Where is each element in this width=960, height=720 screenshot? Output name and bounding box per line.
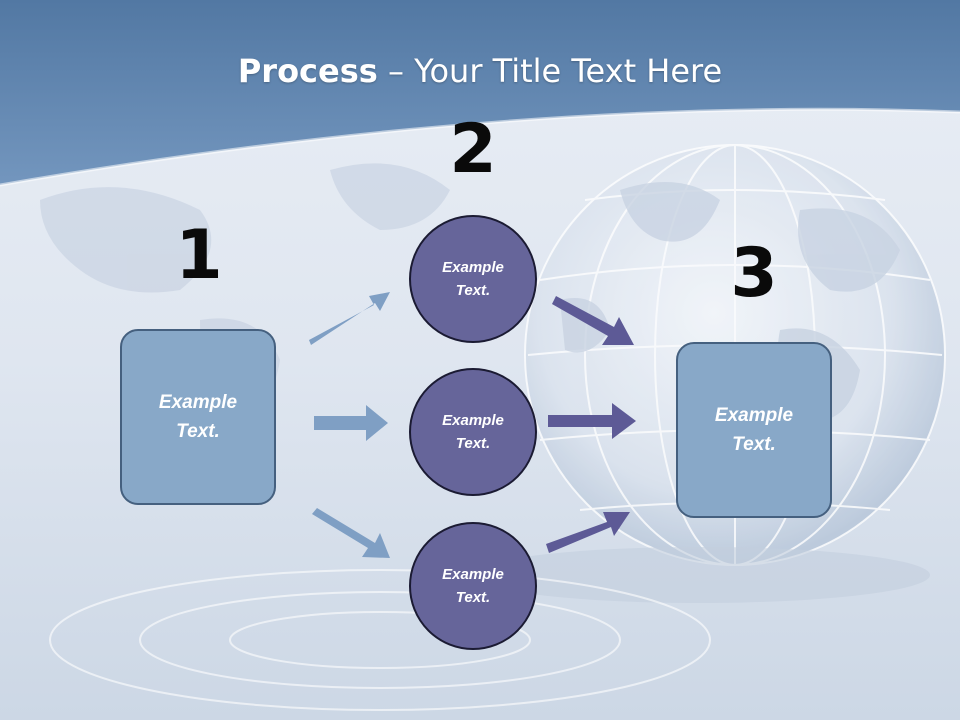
arrow-box-to-mid <box>314 405 388 441</box>
circle-bottom-label: Example Text. <box>442 566 504 606</box>
circle-top[interactable]: Example Text. <box>409 215 537 343</box>
right-box-label: Example Text. <box>714 405 794 455</box>
step-number-3: 3 <box>730 234 778 313</box>
left-box-label: Example Text. <box>158 392 238 442</box>
right-box[interactable]: Example Text. <box>676 342 832 518</box>
arrow-bottom-to-box <box>546 512 630 553</box>
arrow-mid-to-box <box>548 403 636 439</box>
arrow-box-to-top <box>309 292 390 345</box>
arrow-top-to-box <box>552 296 634 345</box>
arrow-box-to-bottom <box>312 508 390 558</box>
step-number-1: 1 <box>175 216 223 295</box>
circle-mid-label: Example Text. <box>442 412 504 452</box>
arrows <box>309 292 636 558</box>
left-box[interactable]: Example Text. <box>120 329 276 505</box>
title-bold: Process <box>237 52 378 90</box>
slide-title: Process – Your Title Text Here <box>0 52 960 90</box>
circle-mid[interactable]: Example Text. <box>409 368 537 496</box>
circle-top-label: Example Text. <box>442 259 504 299</box>
digital-ripple-graphic <box>49 569 711 711</box>
circle-bottom[interactable]: Example Text. <box>409 522 537 650</box>
title-rest: – Your Title Text Here <box>377 52 723 90</box>
step-number-2: 2 <box>449 110 497 189</box>
